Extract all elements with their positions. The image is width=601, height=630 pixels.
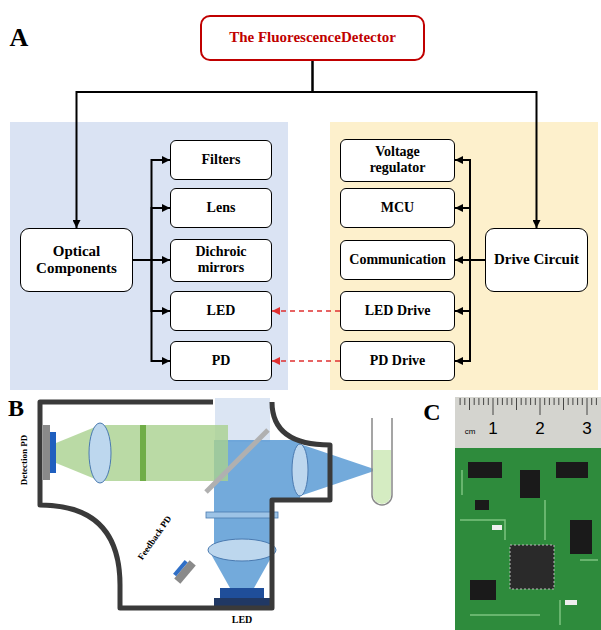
box-label: PD [212,353,231,369]
connector-arrow [455,160,485,260]
lens [292,444,308,496]
chip [468,462,502,478]
led-base [214,598,270,606]
ruler-unit: cm [465,428,476,436]
emission-filter [140,425,146,481]
connector-arrow [455,208,485,260]
silkscreen [492,525,502,530]
feedback-pd [171,558,196,584]
panel-letter: B [8,396,24,420]
ruler-number: 3 [582,420,591,437]
detection-pd [50,432,56,473]
component-box: Communication [340,240,455,280]
box-label: Dichroic mirrors [176,244,266,276]
lens [208,539,276,561]
dashed-control-arrow [272,310,340,312]
component-box: MCU [340,188,455,228]
box-label: Filters [202,152,241,168]
component-box: LED Drive [340,291,455,331]
optical-panel [10,122,288,390]
ruler-ticks [460,398,596,415]
box-label: Lens [207,200,236,216]
dashed-control-arrow [272,360,340,362]
emission-beam [56,425,228,481]
ruler-number: 2 [535,420,544,437]
part-label: Feedback PD [137,514,174,561]
box-label: Voltage regulator [346,144,449,176]
box-label: PD Drive [370,353,426,369]
chip [475,500,489,510]
feedback-pd-sensor [173,560,188,576]
pd-mount [43,425,50,480]
component-box: PD Drive [340,341,455,381]
circuit-panel [330,122,598,390]
chip [470,580,496,600]
panel-letter: A [10,25,29,51]
box-label: The FluorescenceDetector [229,29,396,46]
mcu-chip [510,545,554,589]
component-box: PD [170,341,272,381]
box-label: LED [207,303,236,319]
connector-arrow [77,61,313,228]
component-box: Lens [170,188,272,228]
box-label: Communication [349,252,445,268]
component-box: Dichroic mirrors [170,239,272,282]
chip [520,470,540,498]
ruler-number: 1 [488,420,497,437]
box-label: Drive Circuit [494,251,579,268]
test-tube [372,418,392,505]
component-box: Filters [170,140,272,180]
title-box: The FluorescenceDetector [200,15,425,61]
component-box: Voltage regulator [340,139,455,182]
lens [89,423,111,483]
connector-arrow [455,260,485,361]
box-label: MCU [381,200,414,216]
group-box: Optical Components [20,228,133,292]
pcb-traces [460,470,598,625]
part-label: LED [232,615,253,625]
pcb-board [455,448,601,630]
panel-letter: C [423,400,440,424]
excitation-filter [206,512,278,518]
led-chip [220,588,264,599]
box-label: Optical Components [26,243,127,278]
box-label: LED Drive [365,303,431,319]
connector-arrow [133,160,170,260]
group-box: Drive Circuit [485,228,588,292]
silkscreen [565,600,577,605]
part-label: Detection PD [20,435,29,486]
chip [556,462,588,478]
housing [40,402,330,608]
sample-liquid [373,450,391,504]
connector-arrow [133,260,170,361]
dichroic-mirror [206,430,268,492]
connector-arrow [133,208,170,260]
focus-cone [300,444,377,496]
chip [570,520,592,554]
connector-arrow [313,61,537,228]
component-box: LED [170,291,272,331]
ruler [455,397,601,449]
